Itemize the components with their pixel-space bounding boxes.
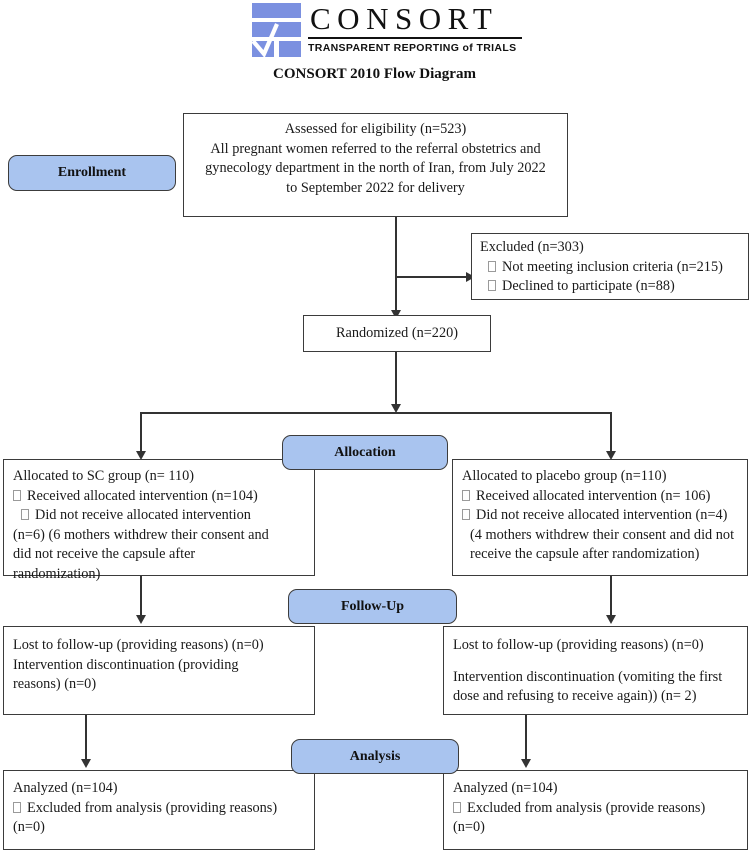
consort-logo: CONSORT TRANSPARENT REPORTING of TRIALS [244, 2, 524, 58]
box-allocated-sc-group: Allocated to SC group (n= 110) Received … [3, 459, 315, 582]
alloc-left-cont-1: (n=6) (6 mothers withdrew their consent … [13, 526, 269, 543]
arrow-eligibility-to-randomized [390, 310, 401, 319]
bullet-box-icon [488, 260, 496, 272]
arrow-split-right [605, 451, 616, 460]
alloc-right-item-2: Did not receive allocated intervention (… [462, 506, 738, 526]
connector-split-horizontal [140, 412, 612, 414]
connector-to-excluded [395, 276, 473, 278]
analysis-left-item-1-text: Excluded from analysis (providing reason… [27, 799, 278, 816]
box-randomized: Randomized (n=220) [303, 315, 491, 352]
stage-label-allocation: Allocation [282, 435, 448, 470]
alloc-left-item-1: Received allocated intervention (n=104) [13, 487, 305, 507]
eligibility-line-1: Assessed for eligibility (n=523) [284, 121, 467, 137]
excluded-heading: Excluded (n=303) [480, 239, 584, 255]
eligibility-line-4: to September 2022 for delivery [286, 179, 465, 196]
alloc-right-cont-1: (4 mothers withdrew their consent and di… [470, 526, 735, 543]
follow-right-line-2: Intervention discontinuation (vomiting t… [453, 668, 723, 685]
connector-alloc-left-to-followup [140, 576, 142, 620]
alloc-left-item-2-text: Did not receive allocated intervention [35, 507, 251, 523]
stage-label-analysis: Analysis [291, 739, 459, 774]
bullet-box-icon [462, 489, 470, 501]
logo-wordmark: CONSORT [310, 1, 499, 36]
analysis-left-cont: (n=0) [13, 819, 45, 835]
bullet-box-icon [462, 509, 470, 520]
excluded-item-1: Not meeting inclusion criteria (n=215) [480, 258, 740, 278]
stage-label-enrollment: Enrollment [8, 155, 176, 191]
logo-divider [308, 37, 522, 39]
randomized-label: Randomized (n=220) [335, 325, 458, 341]
alloc-right-item-2-text: Did not receive allocated intervention (… [476, 507, 728, 523]
analysis-right-heading: Analyzed (n=104) [453, 780, 558, 796]
analysis-left-heading: Analyzed (n=104) [13, 780, 118, 796]
stage-label-enrollment-text: Enrollment [57, 165, 127, 180]
connector-followup-left-to-analysis [85, 715, 87, 764]
alloc-right-heading: Allocated to placebo group (n=110) [462, 468, 667, 484]
box-followup-left: Lost to follow-up (providing reasons) (n… [3, 626, 315, 715]
alloc-left-cont-3: randomization) [13, 565, 101, 582]
follow-right-spacer [453, 656, 738, 668]
excluded-item-2-text: Declined to participate (n=88) [502, 278, 675, 294]
stage-label-followup: Follow-Up [288, 589, 457, 624]
alloc-right-item-1-text: Received allocated intervention (n= 106) [476, 487, 711, 504]
box-allocated-placebo-group: Allocated to placebo group (n=110) Recei… [452, 459, 748, 576]
analysis-left-item-1: Excluded from analysis (providing reason… [13, 799, 305, 819]
connector-followup-right-to-analysis [525, 715, 527, 764]
bullet-box-icon [488, 280, 496, 291]
consort-logo-text: CONSORT TRANSPARENT REPORTING of TRIALS [308, 2, 524, 58]
follow-left-line-1: Lost to follow-up (providing reasons) (n… [13, 637, 264, 653]
arrow-alloc-right-to-followup [605, 615, 616, 624]
alloc-left-item-2: Did not receive allocated intervention [13, 506, 305, 526]
consort-logo-mark-icon [244, 3, 301, 57]
arrow-split-left [135, 451, 146, 460]
analysis-right-cont: (n=0) [453, 819, 485, 835]
logo-tagline-end: TRIALS [476, 42, 517, 54]
eligibility-line-2: All pregnant women referred to the refer… [210, 140, 541, 157]
alloc-right-item-1: Received allocated intervention (n= 106) [462, 487, 738, 507]
alloc-right-cont-2: receive the capsule after randomization) [470, 546, 700, 562]
connector-split-right-down [610, 412, 612, 456]
arrow-alloc-left-to-followup [135, 615, 146, 624]
bullet-box-icon [13, 489, 21, 501]
stage-label-analysis-text: Analysis [349, 748, 401, 764]
box-followup-right: Lost to follow-up (providing reasons) (n… [443, 626, 748, 715]
follow-left-line-2: Intervention discontinuation (providing [13, 656, 239, 673]
excluded-item-1-text: Not meeting inclusion criteria (n=215) [502, 258, 723, 275]
arrow-randomized-down [390, 404, 401, 413]
alloc-left-heading: Allocated to SC group (n= 110) [13, 468, 195, 484]
box-excluded: Excluded (n=303) Not meeting inclusion c… [471, 233, 749, 300]
bullet-box-icon [21, 509, 29, 520]
arrow-followup-left-to-analysis [80, 759, 91, 768]
box-assessed-for-eligibility: Assessed for eligibility (n=523) All pre… [183, 113, 568, 217]
box-analysis-left: Analyzed (n=104) Excluded from analysis … [3, 770, 315, 850]
follow-right-line-1: Lost to follow-up (providing reasons) (n… [453, 637, 704, 653]
connector-eligibility-to-randomized [395, 217, 397, 310]
stage-label-allocation-text: Allocation [334, 444, 396, 460]
eligibility-line-3: gynecology department in the north of Ir… [205, 160, 546, 176]
bullet-box-icon [13, 801, 21, 813]
connector-split-left-down [140, 412, 142, 456]
analysis-right-item-1: Excluded from analysis (provide reasons) [453, 799, 738, 819]
connector-randomized-down [395, 352, 397, 407]
follow-right-line-3: dose and refusing to receive again)) (n=… [453, 688, 697, 704]
alloc-left-cont-2: did not receive the capsule after [13, 546, 196, 562]
logo-tagline: TRANSPARENT REPORTING of TRIALS [308, 42, 524, 54]
page-title: CONSORT 2010 Flow Diagram [273, 66, 476, 82]
follow-left-line-3: reasons) (n=0) [13, 676, 97, 692]
analysis-right-item-1-text: Excluded from analysis (provide reasons) [467, 799, 706, 816]
bullet-box-icon [453, 801, 461, 813]
stage-label-followup-text: Follow-Up [341, 598, 404, 614]
checkmark-icon [251, 23, 279, 57]
excluded-item-2: Declined to participate (n=88) [480, 277, 740, 297]
logo-tagline-of: of [462, 42, 474, 54]
arrow-followup-right-to-analysis [520, 759, 531, 768]
alloc-left-item-1-text: Received allocated intervention (n=104) [27, 487, 258, 504]
arrow-to-excluded [466, 272, 475, 282]
box-analysis-right: Analyzed (n=104) Excluded from analysis … [443, 770, 748, 850]
logo-tagline-main: TRANSPARENT REPORTING [308, 42, 460, 54]
connector-alloc-right-to-followup [610, 576, 612, 620]
